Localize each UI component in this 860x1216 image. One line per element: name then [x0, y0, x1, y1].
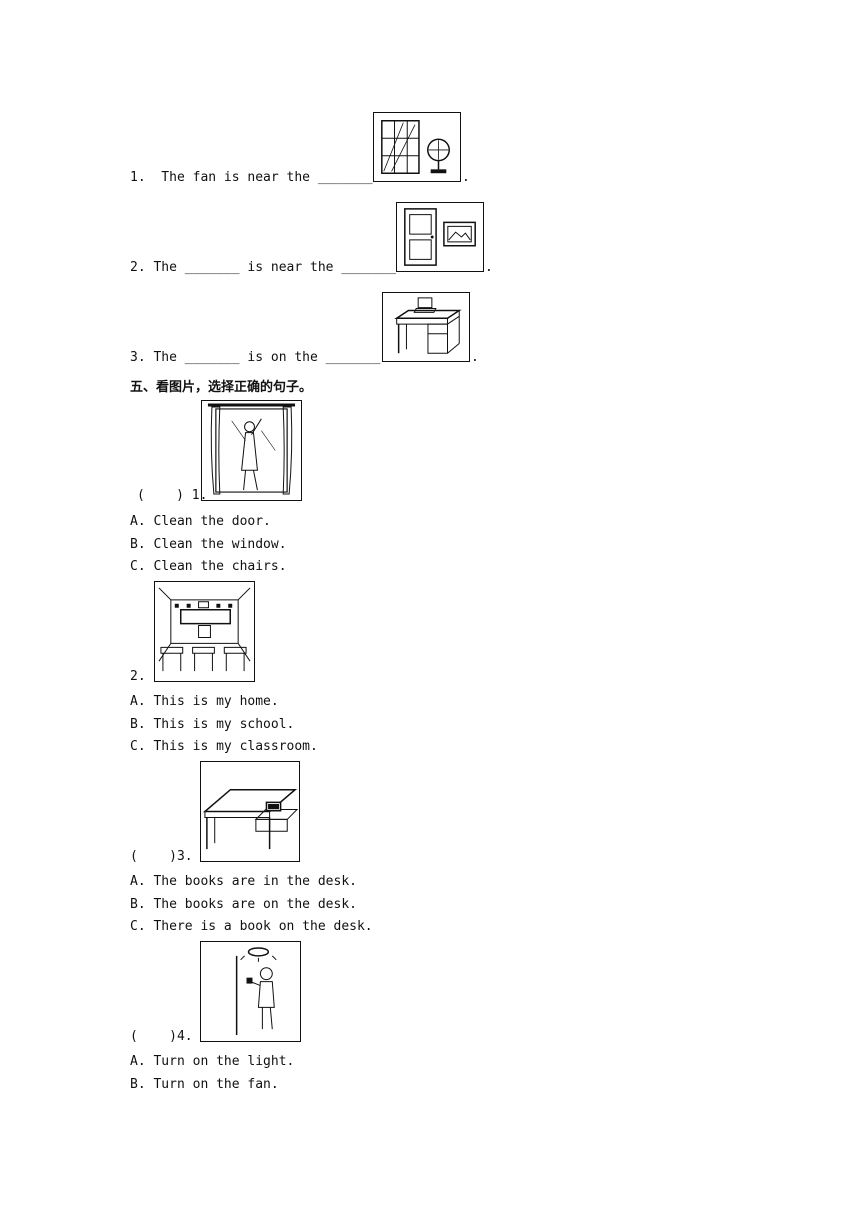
fill-item-2: 2. The _______ is near the _______	[130, 260, 397, 275]
fill-item-1: 1. The fan is near the _______	[130, 170, 373, 185]
desk-drawer-picture	[200, 761, 300, 862]
q3-option-c: C. There is a book on the desk.	[130, 919, 373, 934]
turn-on-light-picture	[200, 941, 301, 1042]
q2-option-b: B. This is my school.	[130, 717, 295, 732]
fill-item-1-end: .	[462, 170, 470, 185]
q3-option-b: B. The books are on the desk.	[130, 897, 357, 912]
section-five-heading: 五、看图片，选择正确的句子。	[130, 380, 313, 395]
cleaning-window-picture	[201, 400, 302, 501]
q4-option-b: B. Turn on the fan.	[130, 1077, 279, 1092]
q1-option-c: C. Clean the chairs.	[130, 559, 287, 574]
q4-option-a: A. Turn on the light.	[130, 1054, 295, 1069]
computer-desk-picture	[382, 292, 470, 362]
classroom-picture	[154, 581, 255, 682]
window-fan-picture	[373, 112, 461, 182]
fill-item-2-end: .	[485, 260, 493, 275]
question-2-prefix: 2.	[130, 669, 146, 684]
question-4-prefix: ( )4.	[130, 1029, 193, 1044]
fill-item-3: 3. The _______ is on the _______	[130, 350, 381, 365]
door-picture-picture	[396, 202, 484, 272]
q3-option-a: A. The books are in the desk.	[130, 874, 357, 889]
question-3-prefix: ( )3.	[130, 849, 193, 864]
q1-option-b: B. Clean the window.	[130, 537, 287, 552]
q2-option-a: A. This is my home.	[130, 694, 279, 709]
q1-option-a: A. Clean the door.	[130, 514, 271, 529]
question-1-prefix: ( ) 1.	[137, 488, 208, 503]
fill-item-3-end: .	[471, 350, 479, 365]
q2-option-c: C. This is my classroom.	[130, 739, 318, 754]
